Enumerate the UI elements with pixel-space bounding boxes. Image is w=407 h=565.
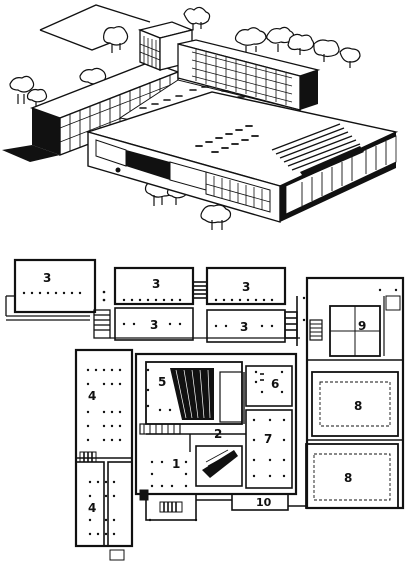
room-label-3-top-middle: 3 (152, 277, 160, 291)
tree-icon (200, 204, 232, 230)
perspective-view (2, 4, 399, 230)
room-label-4-upper: 4 (88, 389, 96, 403)
room-label-9: 9 (358, 319, 366, 333)
seating-dots (22, 288, 398, 536)
room-label-6: 6 (271, 377, 279, 391)
lower-west-wing (75, 451, 133, 561)
back-classroom-wing (177, 39, 321, 111)
room-label-8-lower: 8 (344, 471, 352, 485)
room-labels: 3 3 3 3 3 9 4 4 5 6 2 7 8 1 8 10 (43, 271, 366, 515)
room-label-5: 5 (158, 375, 166, 389)
floor-plan (5, 258, 405, 561)
room-label-2: 2 (214, 427, 222, 441)
room-label-10: 10 (256, 496, 272, 509)
entrance-area (139, 489, 306, 521)
assembly-hall (139, 361, 246, 487)
room-label-3-second-middle: 3 (150, 318, 158, 332)
room-label-1: 1 (172, 457, 180, 471)
site-outline (39, 4, 151, 51)
rooms-6-7 (245, 365, 293, 489)
tree-icon (234, 26, 361, 68)
second-row-rooms (114, 281, 298, 346)
room-label-7: 7 (264, 432, 272, 446)
tree-icon (183, 6, 211, 30)
room-label-3-second-right: 3 (240, 320, 248, 334)
tree-icon (9, 67, 107, 110)
main-assembly-block (85, 91, 399, 223)
room-label-8-upper: 8 (354, 399, 362, 413)
tree-icon (103, 26, 129, 53)
west-corridor (5, 295, 300, 339)
room-label-4-lower: 4 (88, 501, 96, 515)
room-label-3-top-left: 3 (43, 271, 51, 285)
east-block (305, 295, 403, 509)
room-label-3-top-right: 3 (242, 280, 250, 294)
